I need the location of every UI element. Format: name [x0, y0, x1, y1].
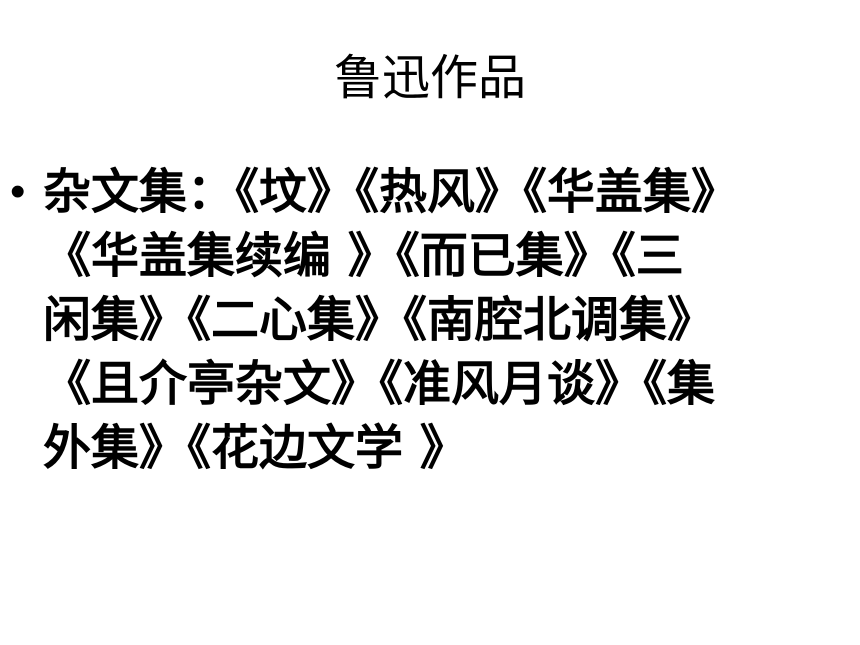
- slide-title: 鲁迅作品: [333, 50, 526, 106]
- bullet-text: 杂文集：《坟》《热风》《华盖集》 《华盖集续编 》《而已集》《三 闲集》《二心集…: [43, 160, 855, 480]
- bullet-marker: •: [10, 167, 26, 216]
- bullet-line: 《华盖集续编 》《而已集》《三: [43, 228, 684, 284]
- bullet-line: 外集》《花边文学 》: [43, 420, 468, 476]
- bullet-line: 杂文集：《坟》《热风》《华盖集》: [43, 164, 740, 220]
- bullet-line: 《且介亭杂文》《准风月谈》《集: [43, 356, 716, 412]
- bullet-line: 闲集》《二心集》《南腔北调集》: [43, 292, 716, 348]
